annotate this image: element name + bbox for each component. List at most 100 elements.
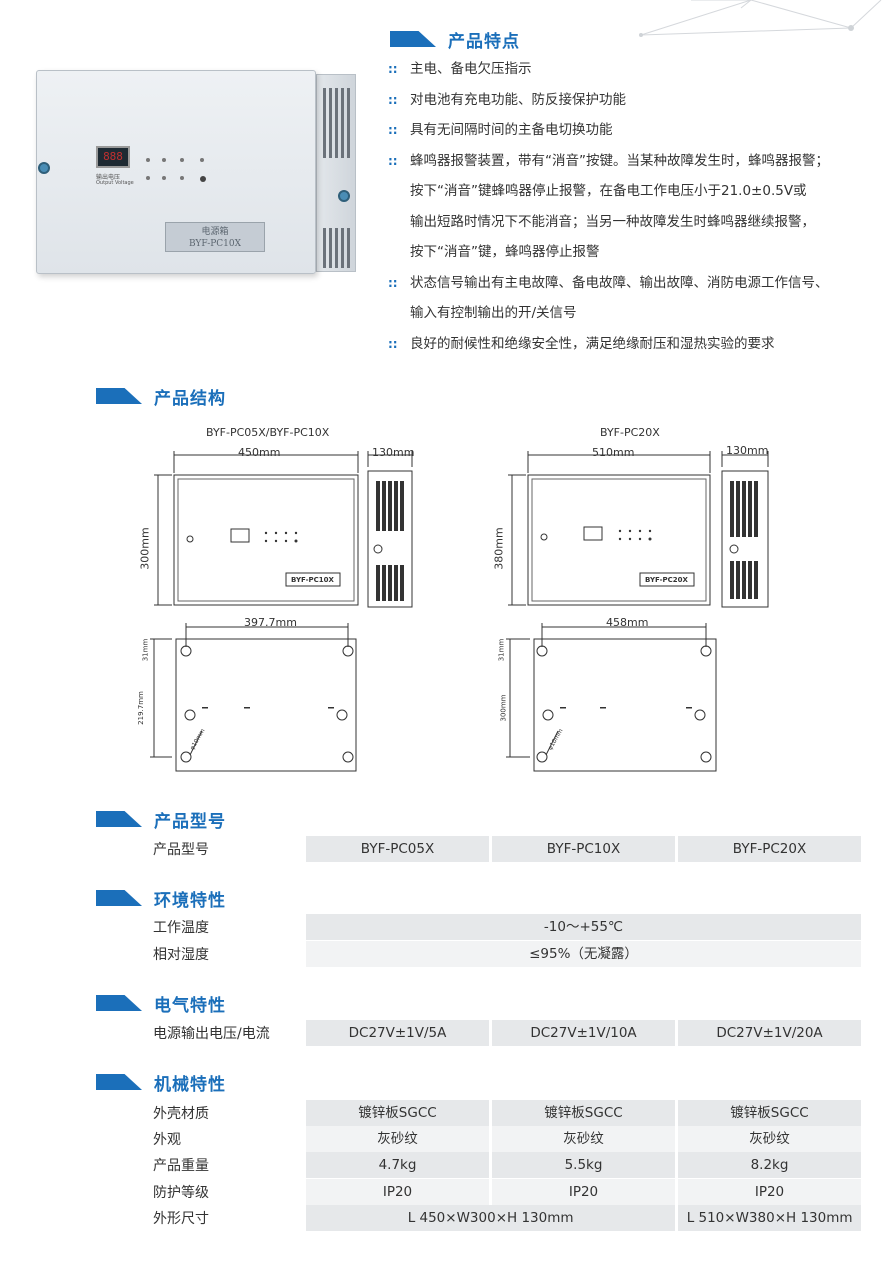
features-title: 产品特点 xyxy=(448,31,520,52)
lower-vent xyxy=(323,228,326,268)
drawing-left-top-offset: 31mm xyxy=(141,638,150,662)
elec-heading: 电气特性 xyxy=(96,992,226,1016)
row-label: 工作温度 xyxy=(153,920,209,936)
env-title: 环境特性 xyxy=(154,890,226,911)
feature-item-continued: 按下“消音”键蜂鸣器停止报警，在备电工作电压小于21.0±0.5V或 xyxy=(410,183,807,199)
cell: BYF-PC05X xyxy=(306,836,489,862)
indicator-led xyxy=(180,158,184,162)
indicator-led xyxy=(162,176,166,180)
cell: IP20 xyxy=(492,1179,675,1205)
row-label: 外壳材质 xyxy=(153,1106,209,1122)
upper-vent xyxy=(323,88,326,158)
features-list: ::主电、备电欠压指示 ::对电池有充电功能、防反接保护功能 ::具有无间隔时间… xyxy=(388,54,868,359)
cell: 灰砂纹 xyxy=(306,1126,489,1152)
cell: -10～+55℃ xyxy=(306,914,861,940)
drawing-right-height: 380mm xyxy=(492,527,506,570)
features-heading: 产品特点 xyxy=(390,28,520,52)
cell: 镀锌板SGCC xyxy=(306,1100,489,1126)
cell: BYF-PC10X xyxy=(492,836,675,862)
decorative-network-graphic xyxy=(639,0,882,37)
drawing-right-depth: 130mm xyxy=(726,444,769,457)
spec-row-appearance: 外观 灰砂纹 灰砂纹 灰砂纹 xyxy=(153,1126,861,1152)
row-label: 外观 xyxy=(153,1132,181,1148)
row-label: 电源输出电压/电流 xyxy=(153,1026,270,1042)
bullet-icon: :: xyxy=(388,275,398,290)
feature-item-continued: 输入有控制输出的开/关信号 xyxy=(410,305,577,321)
mech-heading: 机械特性 xyxy=(96,1071,226,1095)
drawing-right-top-offset: 31mm xyxy=(497,638,506,662)
display-caption-cn: 输出电压 xyxy=(96,174,121,181)
cell: 镀锌板SGCC xyxy=(678,1100,861,1126)
plate-line-2: BYF-PC10X xyxy=(188,239,242,249)
enclosure-side xyxy=(316,74,356,272)
drawing-right-hole-span: 458mm xyxy=(606,616,649,629)
bullet-icon: :: xyxy=(388,123,398,137)
bullet-icon: :: xyxy=(388,336,398,351)
row-label: 产品重量 xyxy=(153,1158,209,1174)
drawing-right-hole-height: 300mm xyxy=(499,694,508,722)
heading-marker-icon xyxy=(96,995,142,1011)
row-label: 产品型号 xyxy=(153,842,209,858)
drawing-left-depth: 130mm xyxy=(372,446,415,459)
heading-marker-icon xyxy=(390,31,436,47)
spec-row-temperature: 工作温度 -10～+55℃ xyxy=(153,914,861,940)
cell: IP20 xyxy=(678,1179,861,1205)
feature-item: ::蜂鸣器报警装置，带有“消音”按键。当某种故障发生时，蜂鸣器报警； xyxy=(388,146,868,177)
cell: 5.5kg xyxy=(492,1152,675,1178)
front-lock-icon xyxy=(38,162,50,174)
indicator-led xyxy=(162,158,166,162)
feature-item: ::主电、备电欠压指示 xyxy=(388,54,868,85)
cell: DC27V±1V/5A xyxy=(306,1020,489,1046)
feature-item: ::对电池有充电功能、防反接保护功能 xyxy=(388,85,868,116)
feature-item: ::状态信号输出有主电故障、备电故障、输出故障、消防电源工作信号、 xyxy=(388,268,868,299)
cell: 灰砂纹 xyxy=(678,1126,861,1152)
heading-marker-icon xyxy=(96,890,142,906)
voltage-display: 888 xyxy=(96,146,130,168)
cell: DC27V±1V/10A xyxy=(492,1020,675,1046)
cell: ≤95%（无凝露） xyxy=(306,941,861,967)
feature-item: ::具有无间隔时间的主备电切换功能 xyxy=(388,115,868,146)
drawing-right-model: BYF-PC20X xyxy=(600,426,660,439)
drawing-right-plate: BYF-PC20X xyxy=(645,576,688,584)
structure-drawings xyxy=(150,451,769,772)
spec-row-model: 产品型号 BYF-PC05X BYF-PC10X BYF-PC20X xyxy=(153,836,861,862)
drawing-left-width: 450mm xyxy=(238,446,281,459)
heading-marker-icon xyxy=(96,811,142,827)
bullet-icon: :: xyxy=(388,92,398,107)
cell: BYF-PC20X xyxy=(678,836,861,862)
product-photo: 888 输出电压 Output Voltage 电源箱 BYF-PC10X xyxy=(20,58,356,290)
indicator-led xyxy=(180,176,184,180)
structure-heading: 产品结构 xyxy=(96,385,226,409)
cell: 4.7kg xyxy=(306,1152,489,1178)
row-label: 防护等级 xyxy=(153,1185,209,1201)
row-label: 相对湿度 xyxy=(153,947,209,963)
model-heading: 产品型号 xyxy=(96,808,226,832)
feature-item-continued: 按下“消音”键，蜂鸣器停止报警 xyxy=(410,244,600,260)
structure-title: 产品结构 xyxy=(154,388,226,409)
elec-title: 电气特性 xyxy=(154,995,226,1016)
indicator-led xyxy=(146,176,150,180)
spec-row-protection: 防护等级 IP20 IP20 IP20 xyxy=(153,1179,861,1205)
mute-button xyxy=(200,176,206,182)
row-label: 外形尺寸 xyxy=(153,1211,209,1227)
feature-item: ::良好的耐候性和绝缘安全性，满足绝缘耐压和湿热实验的要求 xyxy=(388,329,868,360)
cell: IP20 xyxy=(306,1179,489,1205)
cell: 镀锌板SGCC xyxy=(492,1100,675,1126)
display-caption-en: Output Voltage xyxy=(96,180,134,186)
drawing-right-width: 510mm xyxy=(592,446,635,459)
cell: 8.2kg xyxy=(678,1152,861,1178)
cell: DC27V±1V/20A xyxy=(678,1020,861,1046)
bullet-icon: :: xyxy=(388,153,398,168)
drawing-left-hole-span: 397.7mm xyxy=(244,616,297,629)
side-lock-icon xyxy=(338,190,350,202)
drawing-left-hole-height: 219.7mm xyxy=(136,691,145,725)
cell: 灰砂纹 xyxy=(492,1126,675,1152)
spec-row-humidity: 相对湿度 ≤95%（无凝露） xyxy=(153,941,861,967)
drawing-left-plate: BYF-PC10X xyxy=(291,576,334,584)
spec-row-weight: 产品重量 4.7kg 5.5kg 8.2kg xyxy=(153,1152,861,1178)
indicator-led xyxy=(200,158,204,162)
enclosure-front xyxy=(36,70,316,274)
plate-line-1: 电源箱 xyxy=(201,227,229,237)
env-heading: 环境特性 xyxy=(96,887,226,911)
spec-row-dimensions: 外形尺寸 L 450×W300×H 130mm L 510×W380×H 130… xyxy=(153,1205,861,1231)
